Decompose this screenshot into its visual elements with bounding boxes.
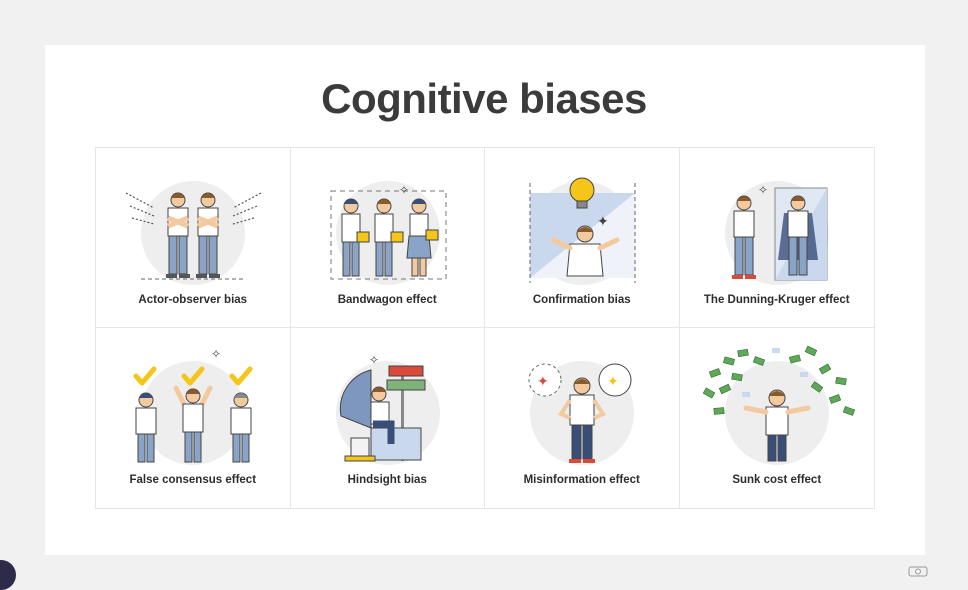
misinformation-illustration: ✦ ✦ <box>528 361 634 465</box>
bandwagon-illustration: ✧ <box>330 181 446 285</box>
tile-sunk-cost: Sunk cost effect <box>680 328 875 508</box>
hindsight-illustration: ✧ <box>335 353 440 465</box>
tile-label: The Dunning-Kruger effect <box>703 294 850 306</box>
tile-label: Actor-observer bias <box>138 294 248 306</box>
tile-actor-observer: Actor-observer bias <box>96 148 291 328</box>
tile-bandwagon: ✧ Bandwagon effect <box>290 148 485 328</box>
tile-hindsight: ✧ Hindsight bias <box>291 328 485 508</box>
svg-text:✦: ✦ <box>537 373 549 389</box>
dunning-kruger-illustration: ✧ <box>724 181 829 285</box>
infographic-card <box>45 45 925 555</box>
page-title: Cognitive biases <box>321 75 647 122</box>
tile-label: False consensus effect <box>129 474 257 486</box>
tile-confirmation: ✦ Confirmation bias <box>485 148 680 328</box>
false-consensus-illustration: ✧ <box>133 347 253 465</box>
tile-dunning-kruger: ✧ The Dunning-Kruger effect <box>679 148 874 328</box>
tile-label: Sunk cost effect <box>732 474 822 486</box>
confirmation-illustration: ✦ <box>529 177 636 285</box>
camera-icon <box>908 566 928 577</box>
actor-observer-illustration <box>125 181 262 285</box>
svg-text:✧: ✧ <box>399 183 409 197</box>
svg-text:✦: ✦ <box>607 373 619 389</box>
logo <box>0 560 16 590</box>
tile-label: Misinformation effect <box>523 474 640 486</box>
sunk-cost-illustration <box>702 345 855 465</box>
tile-misinformation: ✦ ✦ Misinformation effect <box>485 328 680 508</box>
svg-text:✦: ✦ <box>597 213 609 229</box>
tile-false-consensus: ✧ False consensus effect <box>96 328 291 508</box>
svg-text:✧: ✧ <box>758 183 768 197</box>
tile-label: Bandwagon effect <box>337 294 437 306</box>
svg-text:✧: ✧ <box>369 353 379 367</box>
tile-label: Hindsight bias <box>347 474 427 486</box>
tile-label: Confirmation bias <box>532 294 631 306</box>
svg-text:✧: ✧ <box>211 347 221 361</box>
bias-grid: Actor-observer bias ✧ <box>95 147 875 509</box>
